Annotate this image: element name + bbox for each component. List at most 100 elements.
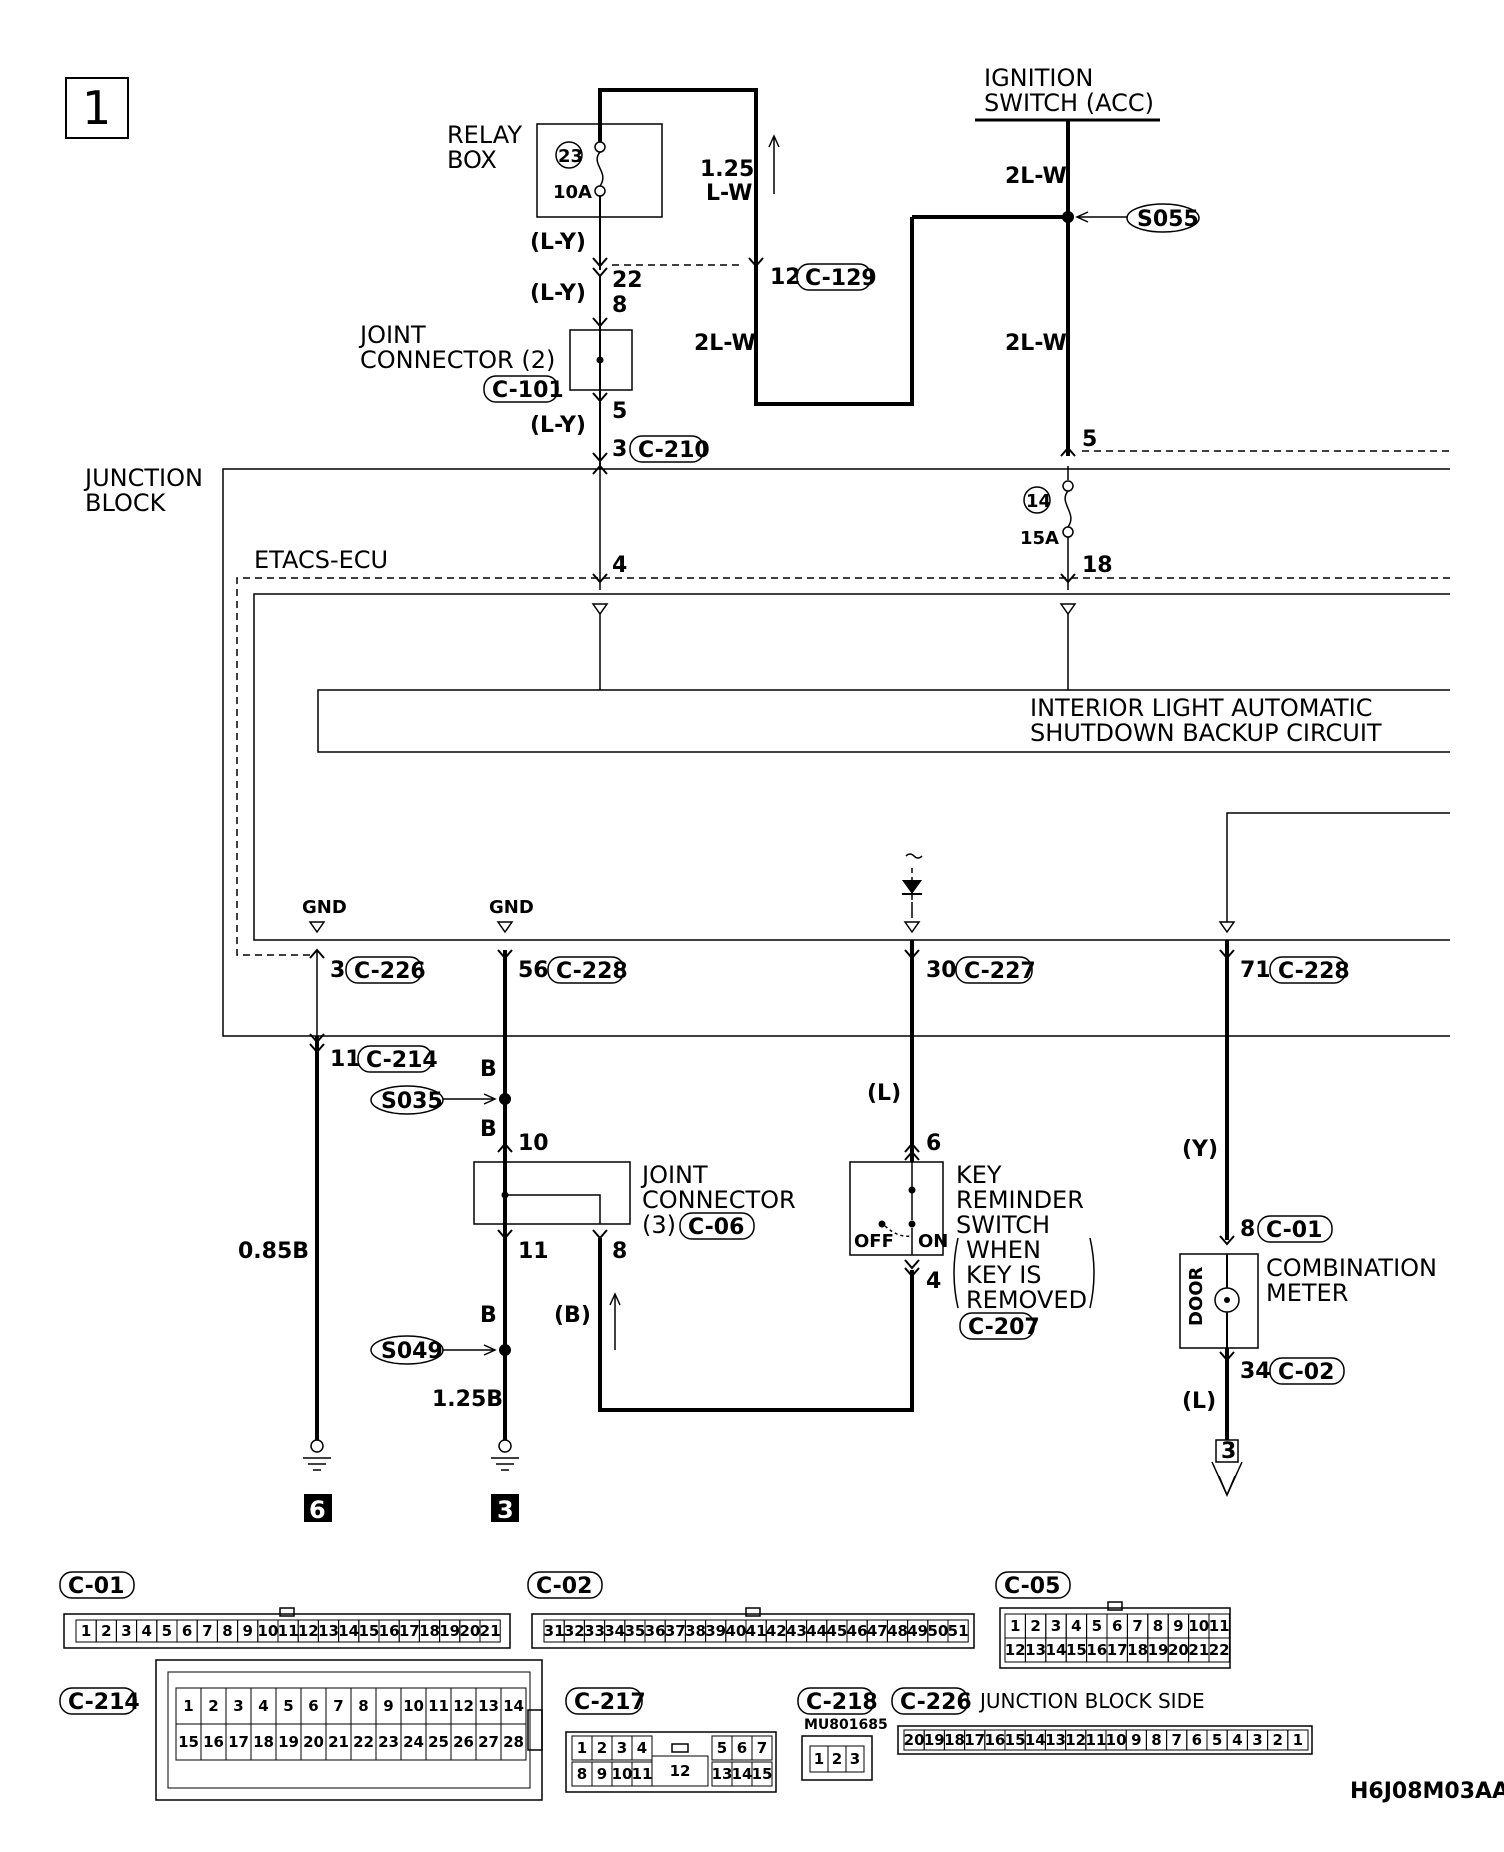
splice-s055: S055 — [1137, 207, 1199, 232]
cv-c01-pin: 2 — [101, 1622, 111, 1640]
ecu-input-marker — [591, 603, 609, 616]
wire-label-l-1: (L) — [867, 1081, 901, 1106]
cv-c217-pin: 9 — [597, 1765, 607, 1783]
c210-label: C-210 — [638, 438, 710, 463]
pin-arrow — [1219, 1235, 1235, 1246]
cv-c05-pin: 15 — [1066, 1641, 1087, 1659]
wire-label-2lw-a: 2L-W — [694, 331, 756, 356]
fuse-23-rating: 10A — [553, 182, 592, 203]
relay-box-label-2: BOX — [447, 146, 497, 174]
cv-c01-pin: 17 — [399, 1622, 420, 1640]
ground-3-terminal — [498, 1439, 512, 1453]
pin-arrow — [497, 1229, 513, 1240]
switch-contact-on — [908, 1220, 916, 1228]
key-reminder-label-6: REMOVED — [966, 1286, 1087, 1314]
cv-c01-pin: 8 — [222, 1622, 232, 1640]
pin-5b: 5 — [1082, 427, 1097, 452]
wire-label-2lw-c: 2L-W — [1005, 331, 1067, 356]
cv-c218-pin: 2 — [832, 1750, 842, 1768]
diode-icon — [902, 880, 922, 894]
cv-c217-housing — [565, 1731, 777, 1793]
cv-c02-pin: 49 — [907, 1622, 928, 1640]
splice-s049: S049 — [381, 1339, 443, 1364]
cv-c226-pin: 6 — [1192, 1731, 1202, 1749]
cv-c218-pin: 3 — [850, 1750, 860, 1768]
c01-label: C-01 — [1266, 1218, 1322, 1243]
cv-c01-pin: 1 — [81, 1622, 91, 1640]
cv-c226-pin: 10 — [1106, 1731, 1127, 1749]
pin-8b: 8 — [612, 1239, 627, 1264]
backup-circuit-line-2: SHUTDOWN BACKUP CIRCUIT — [1030, 719, 1382, 747]
key-reminder-switch — [849, 1161, 944, 1256]
pin-arrow — [309, 948, 325, 959]
cv-c226-pin: 19 — [924, 1731, 945, 1749]
etacs-outline — [236, 577, 1450, 956]
cv-c226-pin: 4 — [1232, 1731, 1242, 1749]
cv-c214-pin: 22 — [353, 1733, 374, 1751]
door-lamp-filament — [1224, 1297, 1230, 1303]
cv-c05-pin: 6 — [1112, 1617, 1122, 1635]
cv-c02-code: C-02 — [536, 1574, 592, 1599]
cv-c218-badge — [797, 1687, 875, 1715]
gnd-label-2: GND — [489, 897, 534, 918]
splice-s035-badge — [370, 1085, 444, 1115]
jc3-connector-badge — [679, 1212, 755, 1240]
cv-c214-pin: 16 — [203, 1733, 224, 1751]
cv-c214-pin: 27 — [478, 1733, 499, 1751]
cv-c01-pin: 12 — [298, 1622, 319, 1640]
pin-arrow — [904, 1150, 920, 1161]
cv-c214-pin: 13 — [478, 1697, 499, 1715]
cv-c217-pin: 7 — [757, 1739, 767, 1757]
pin-arrow — [1219, 1351, 1235, 1362]
cv-c214-pin: 6 — [308, 1697, 318, 1715]
c214-badge — [357, 1045, 433, 1073]
cv-c02-pin: 31 — [544, 1622, 565, 1640]
pin-arrow — [904, 949, 920, 960]
cv-c05-pin: 20 — [1168, 1641, 1189, 1659]
pin-arrow — [592, 317, 608, 328]
pin-10: 10 — [518, 1131, 549, 1156]
splice-s055-arrowhead — [1075, 211, 1089, 223]
cv-c217-pin: 13 — [712, 1765, 733, 1783]
cv-c02-pin: 47 — [867, 1622, 888, 1640]
cv-c214-badge — [59, 1687, 137, 1715]
pin-3: 3 — [612, 437, 627, 462]
lw-wire-top — [598, 88, 914, 406]
cv-c218-code: C-218 — [806, 1690, 878, 1715]
cv-c05-pin: 12 — [1005, 1641, 1026, 1659]
cv-c02-pin: 41 — [746, 1622, 767, 1640]
wire-label-b-2: B — [480, 1117, 497, 1142]
cv-c214-pin: 15 — [178, 1733, 199, 1751]
ground-ref-3-box — [491, 1494, 519, 1522]
pin-18: 18 — [1082, 553, 1113, 578]
jc2-connector: C-101 — [492, 378, 564, 403]
jc3-node — [501, 1191, 509, 1199]
cv-c217-pin: 15 — [752, 1765, 773, 1783]
ecu-input-marker — [1059, 603, 1077, 616]
cv-c02-pin: 36 — [645, 1622, 666, 1640]
jc3-internal — [505, 1194, 601, 1224]
cv-c02-pin: 32 — [564, 1622, 585, 1640]
cv-c217-pin: 1 — [577, 1739, 587, 1757]
jc3-connector: C-06 — [688, 1215, 744, 1240]
joint-connector-3 — [473, 1161, 631, 1225]
wire-label-b-1: B — [480, 1057, 497, 1082]
cv-c02-pin: 42 — [766, 1622, 787, 1640]
pin-8c: 8 — [1240, 1217, 1255, 1242]
pin-arrow — [497, 1142, 513, 1153]
c129-badge — [796, 263, 872, 291]
pin-arrow — [904, 1267, 920, 1278]
fuse-23-number: 23 — [558, 146, 583, 167]
door-lamp-label: DOOR — [1186, 1266, 1207, 1326]
key-reminder-label-2: REMINDER — [956, 1186, 1084, 1214]
cv-c214-code: C-214 — [68, 1690, 140, 1715]
cv-c01-pin: 21 — [480, 1622, 501, 1640]
pin-11: 11 — [330, 1047, 361, 1072]
switch-travel — [884, 1225, 913, 1238]
pin-arrow — [309, 1043, 325, 1054]
cv-c217-pin-cell — [651, 1755, 709, 1787]
combination-meter-label-2: METER — [1266, 1279, 1348, 1307]
pin-arrow — [904, 1142, 920, 1153]
cv-c214-pin: 25 — [428, 1733, 449, 1751]
cv-c214-housing — [155, 1659, 543, 1801]
